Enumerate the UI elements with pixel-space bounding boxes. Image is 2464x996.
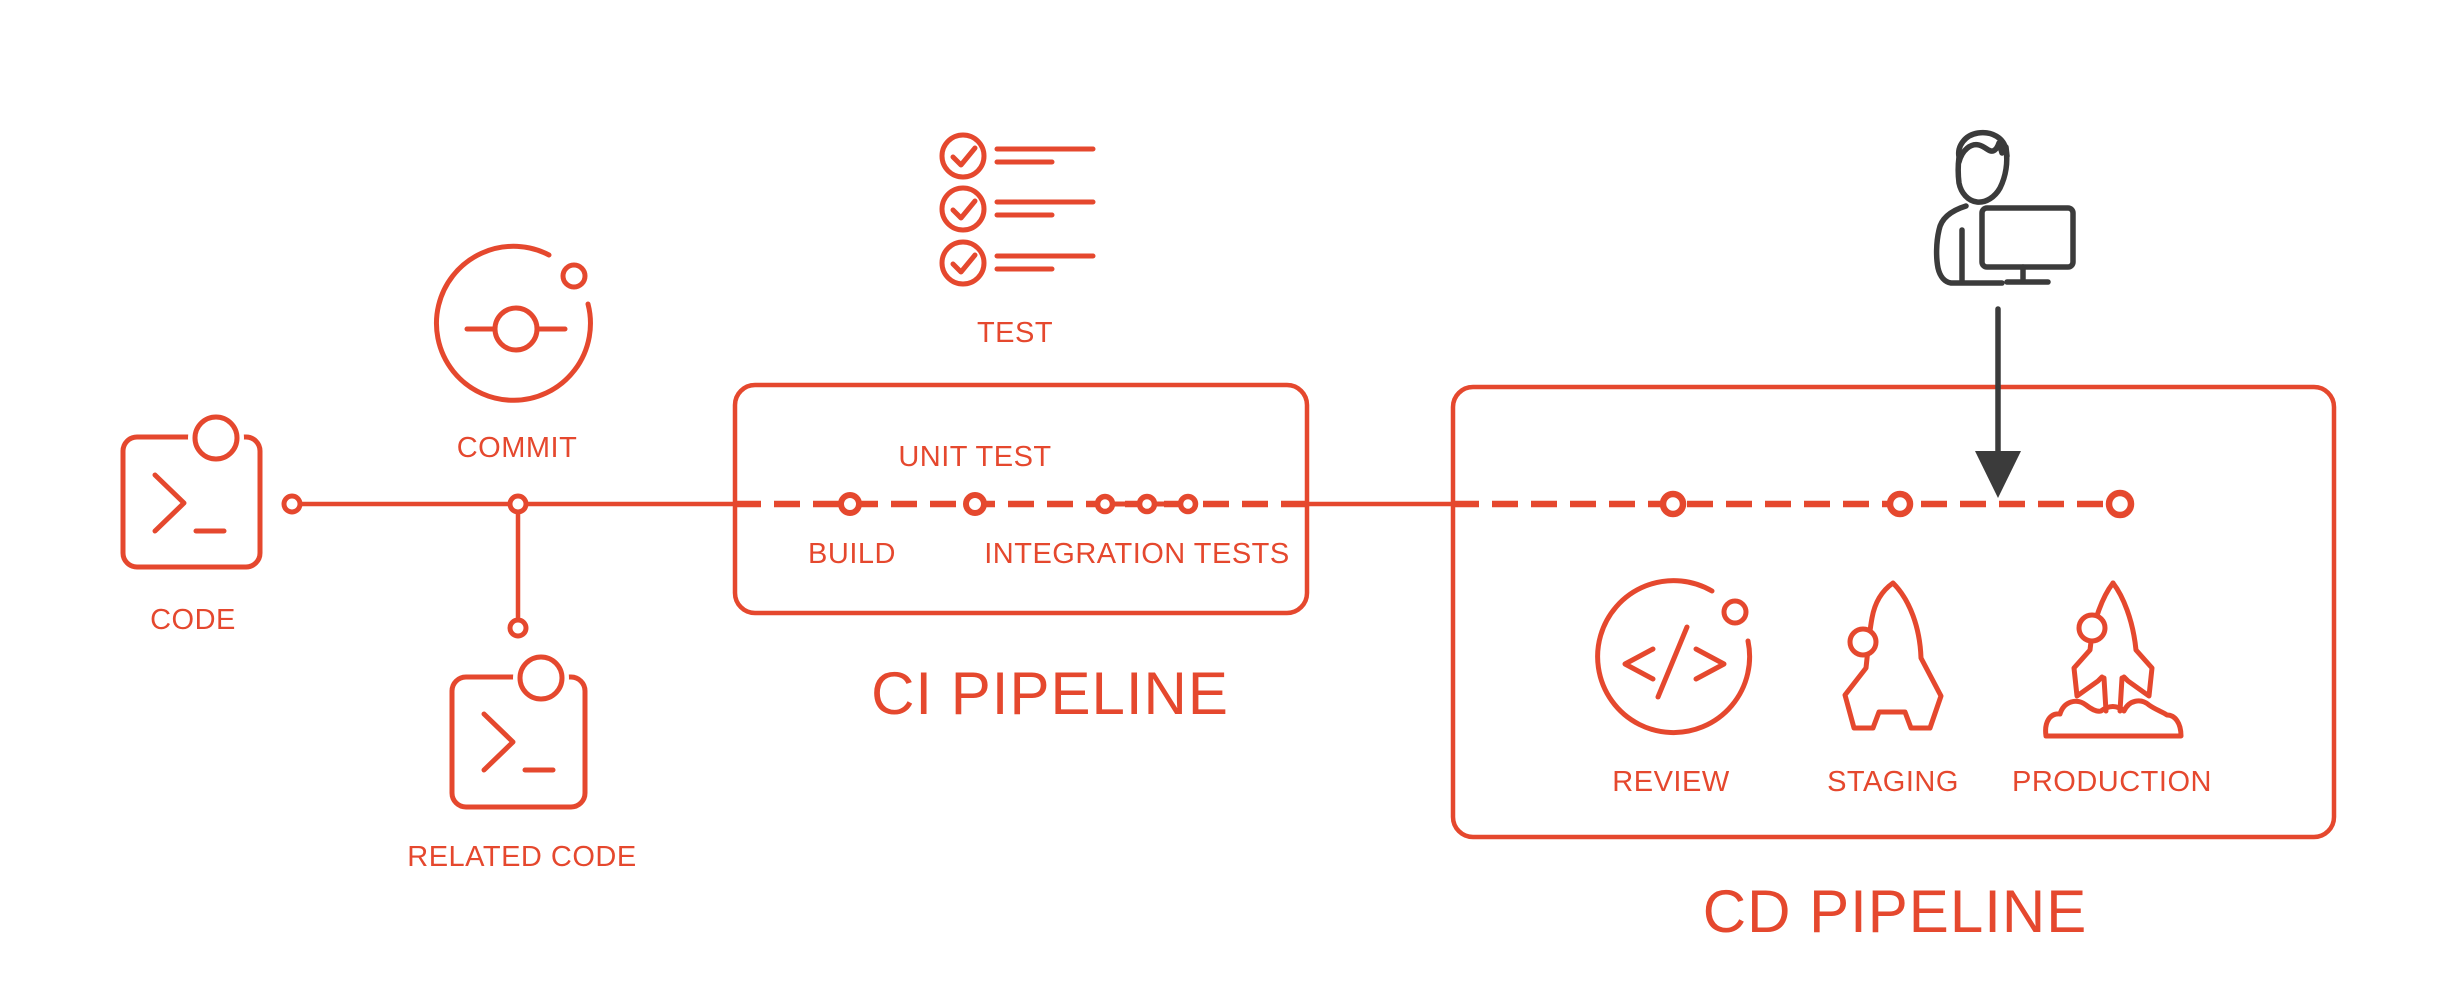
cd-pipeline-title: CD PIPELINE [1703, 878, 2087, 945]
body-outline [1933, 203, 2005, 286]
cd-box-border [1450, 384, 2337, 840]
badge-circle [192, 414, 240, 462]
integration-node-1 [1094, 493, 1116, 515]
ci-pipeline-box: UNIT TEST BUILD INTEGRATION TESTS [732, 382, 1310, 616]
staging-label: STAGING [1827, 766, 1959, 798]
check-circle [939, 185, 987, 233]
unit-test-node [963, 492, 987, 516]
build-node [838, 492, 862, 516]
monitor-screen [1979, 205, 2076, 270]
related-code-label: RELATED CODE [407, 841, 636, 873]
terminal-frame [120, 434, 263, 570]
terminal-code-icon-related [449, 650, 588, 810]
check-mark [950, 252, 978, 275]
git-commit-icon [433, 243, 593, 403]
hair-line [1956, 140, 2010, 165]
review-node [1659, 490, 1687, 518]
chevron-left [1622, 646, 1656, 682]
review-label: REVIEW [1612, 766, 1730, 798]
prompt-chevron [152, 472, 187, 534]
rocket-right-side [2110, 580, 2155, 699]
timeline-start-node [281, 493, 303, 515]
check-circle [939, 132, 987, 180]
ci-pipeline-title: CI PIPELINE [871, 660, 1229, 727]
check-mark [950, 145, 978, 168]
person-at-computer-icon [1933, 129, 2076, 286]
check-mark [950, 198, 978, 221]
arrow-head [1975, 451, 2021, 498]
code-slash [1655, 624, 1690, 700]
unit-test-label: UNIT TEST [898, 441, 1051, 473]
orbit-satellite [560, 262, 588, 290]
production-label: PRODUCTION [2012, 766, 2212, 798]
commit-label: COMMIT [457, 432, 578, 464]
orbit-arc [433, 243, 593, 403]
commit-junction-node [507, 493, 529, 515]
rocket-window [1847, 626, 1879, 658]
rocket-window [2076, 612, 2108, 644]
integration-node-2 [1136, 493, 1158, 515]
commit-dot [492, 305, 540, 353]
rocket-body [1842, 580, 1944, 731]
related-code-node [507, 617, 529, 639]
down-arrow-icon [1975, 306, 2021, 498]
integration-node-3 [1177, 493, 1199, 515]
check-circle [939, 239, 987, 287]
rocket-icon [1842, 580, 1944, 731]
prompt-chevron [481, 711, 516, 773]
production-node [2105, 489, 2135, 519]
test-label: TEST [977, 317, 1053, 349]
head-outline [1955, 129, 2010, 205]
checklist-icon [939, 132, 1096, 287]
badge-circle [517, 654, 565, 702]
build-label: BUILD [808, 538, 896, 570]
chevron-right [1693, 646, 1727, 682]
integration-tests-label: INTEGRATION TESTS [984, 538, 1290, 570]
staging-node [1886, 490, 1914, 518]
orbit-satellite [1721, 598, 1749, 626]
orbit-arc [1595, 578, 1753, 736]
code-review-icon [1595, 578, 1753, 736]
ci-box-border [732, 382, 1310, 616]
cd-pipeline-box: REVIEW STAGING PRODUCTION [1450, 384, 2337, 840]
launch-cloud [2043, 698, 2184, 739]
rocket-launch-icon [2043, 580, 2184, 739]
terminal-frame [449, 674, 588, 810]
code-label: CODE [150, 604, 236, 636]
terminal-code-icon [120, 410, 263, 570]
